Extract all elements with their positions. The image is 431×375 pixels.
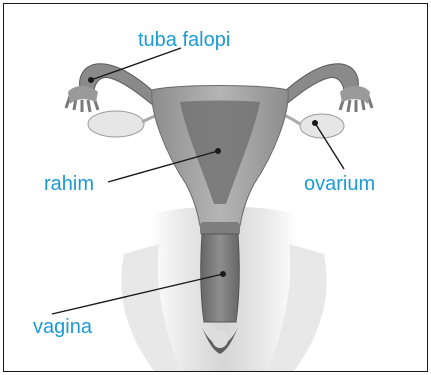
left-ovary [88, 111, 144, 137]
label-ovarium: ovarium [304, 174, 375, 194]
diagram-frame: tuba falopi rahim ovarium vagina [3, 3, 428, 372]
label-rahim: rahim [44, 174, 94, 194]
label-tuba-falopi: tuba falopi [138, 30, 230, 50]
label-vagina: vagina [33, 317, 92, 337]
